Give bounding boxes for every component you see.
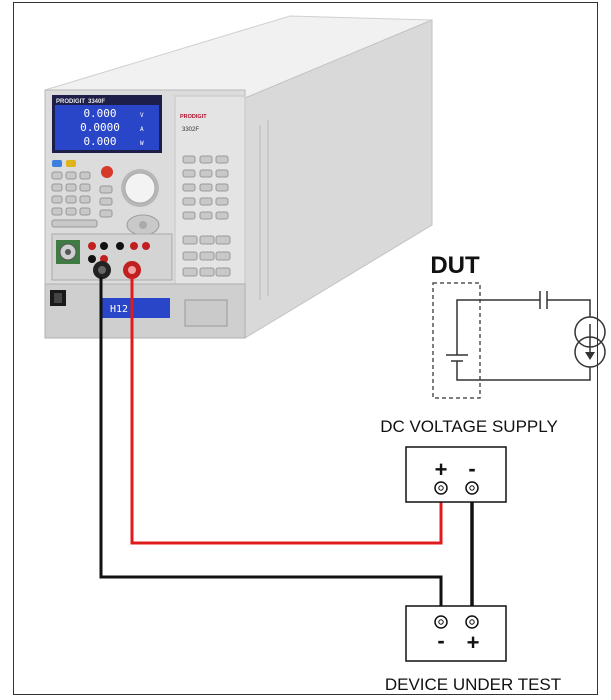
reading-power-unit: W (140, 140, 144, 147)
rotary-knob (121, 169, 159, 207)
dut-box (406, 606, 506, 661)
reading-current: 0.0000 (80, 121, 120, 134)
dut-plus-terminal (466, 616, 478, 628)
navigation-pad (127, 215, 159, 235)
supply-minus-terminal (466, 482, 478, 494)
dut-minus-terminal (435, 616, 447, 628)
dut-plus-sign: + (467, 630, 480, 655)
module-buttons (183, 156, 230, 276)
dc-voltage-supply: DC VOLTAGE SUPPLY + - (380, 417, 558, 502)
supply-minus-sign: - (468, 456, 475, 481)
current-source-arrow-icon (585, 352, 595, 360)
dc-supply-box (406, 447, 506, 502)
device-under-test: - + DEVICE UNDER TEST (385, 606, 561, 694)
reading-power: 0.000 (83, 135, 116, 148)
brand-label: PRODIGIT (56, 99, 85, 105)
dc-supply-label: DC VOLTAGE SUPPLY (380, 417, 558, 436)
module-display-reading: H12 (110, 304, 128, 315)
bnc-connector (56, 240, 80, 264)
dut-label: DEVICE UNDER TEST (385, 675, 561, 694)
reading-current-unit: A (140, 126, 144, 133)
reading-voltage-unit: V (140, 112, 144, 119)
dut-minus-sign: - (437, 628, 444, 653)
module-brand-label: PRODIGIT (180, 114, 207, 120)
model-label: 3340F (88, 99, 105, 105)
supply-plus-terminal (435, 482, 447, 494)
module-model-label: 3302F (182, 127, 199, 133)
dut-title: DUT (430, 252, 480, 279)
dut-schematic: DUT (430, 252, 605, 398)
reading-voltage: 0.000 (83, 107, 116, 120)
electronic-load-instrument: PRODIGIT 3340F 0.000 V 0.0000 A 0.000 W … (45, 16, 432, 338)
dut-circuit (446, 291, 605, 380)
supply-plus-sign: + (435, 457, 448, 482)
